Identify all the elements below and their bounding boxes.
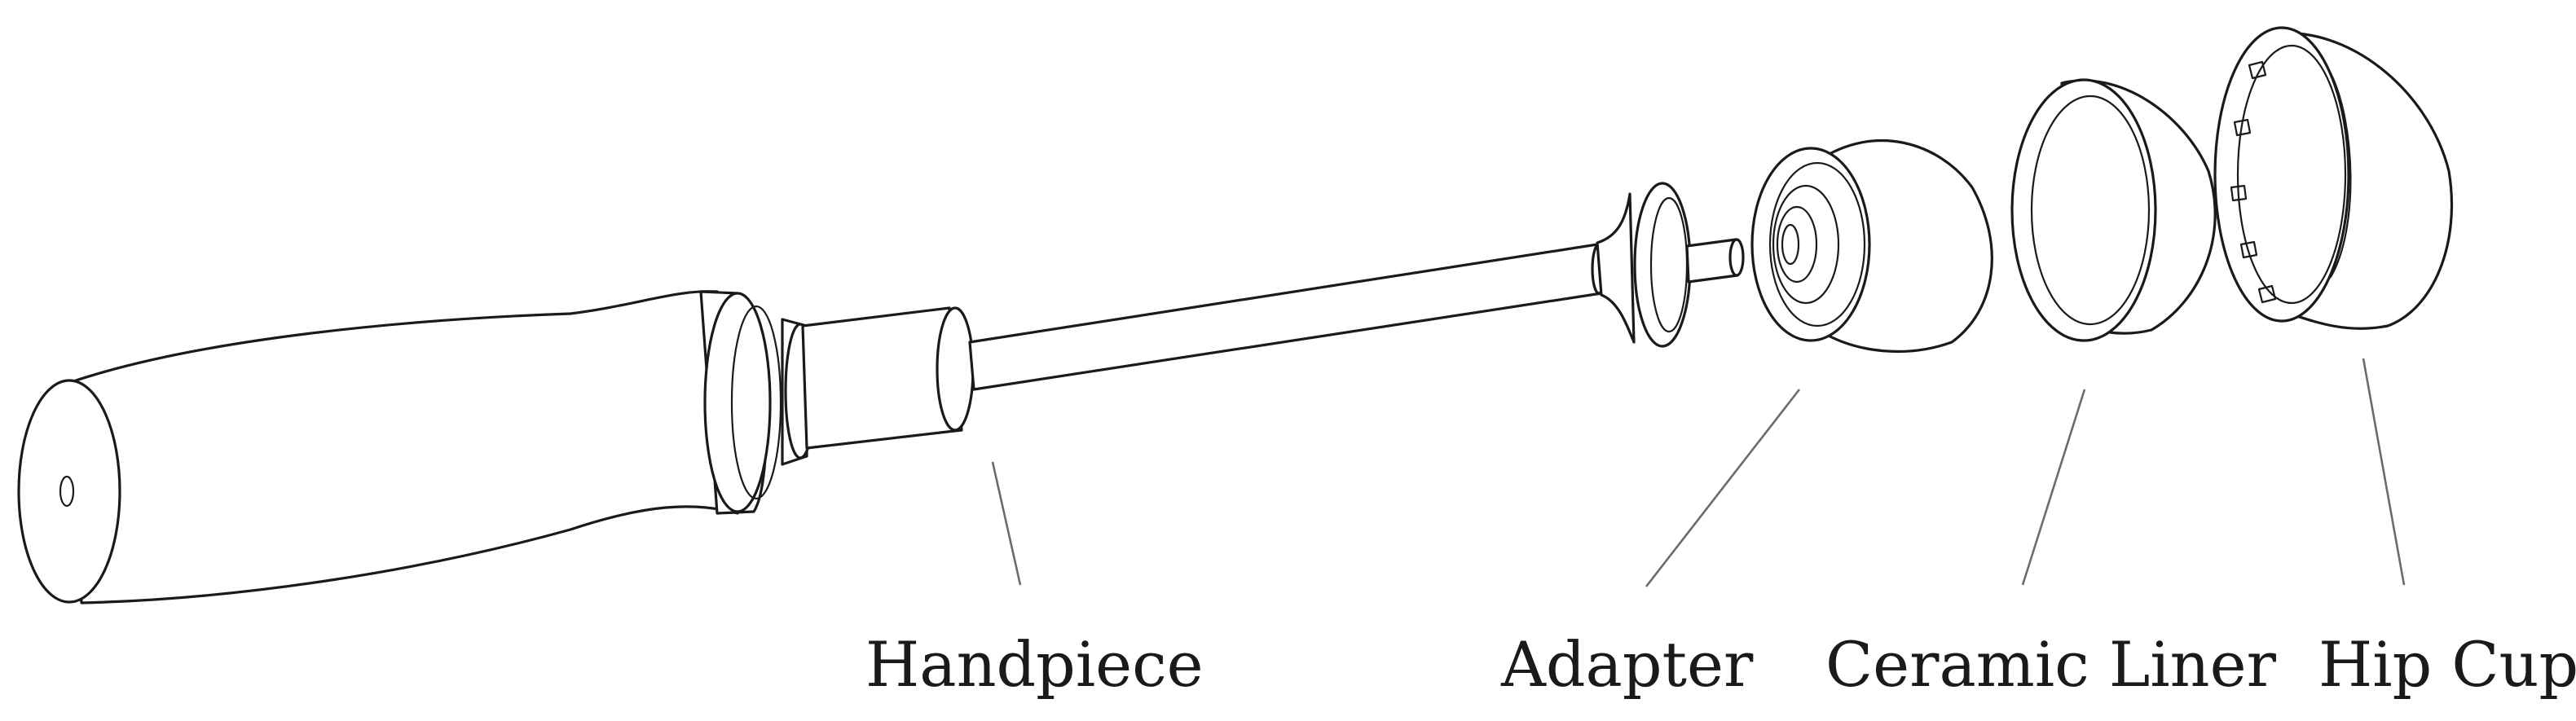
handpiece-end-cap <box>17 379 121 604</box>
hip-cup-rim <box>2213 26 2350 323</box>
ceramic-liner-rim <box>2010 78 2157 342</box>
handpiece-label: Handpiece <box>865 628 1204 701</box>
handpiece-grip <box>72 290 739 604</box>
handpiece <box>17 182 1745 604</box>
ceramic-liner <box>2010 78 2217 342</box>
hip-cup-locking-tabs <box>2230 60 2277 304</box>
hip-cup-label: Hip Cup <box>2318 628 2576 701</box>
adapter <box>1750 138 1993 354</box>
hip-cup-inner-rim <box>2236 44 2347 305</box>
handpiece-end-hole <box>59 475 75 508</box>
handpiece-leader-line <box>991 461 1022 586</box>
adapter-label: Adapter <box>1500 628 1754 701</box>
ceramic-liner-leader-line <box>2021 389 2086 586</box>
handpiece-flange-disc <box>1633 182 1692 348</box>
ceramic-liner-inner-rim <box>2030 95 2151 326</box>
ceramic-liner-label: Ceramic Liner <box>1825 628 2277 701</box>
hip-cup <box>2213 26 2453 330</box>
adapter-leader-line <box>1645 389 1801 587</box>
hip-cup-leader-line <box>2362 358 2406 586</box>
handpiece-sleeve <box>801 306 963 450</box>
handpiece-shaft <box>968 243 1603 391</box>
adapter-front-face <box>1750 147 1871 342</box>
adapter-bore <box>1781 223 1800 266</box>
handpiece-tip-flange <box>1596 192 1636 344</box>
